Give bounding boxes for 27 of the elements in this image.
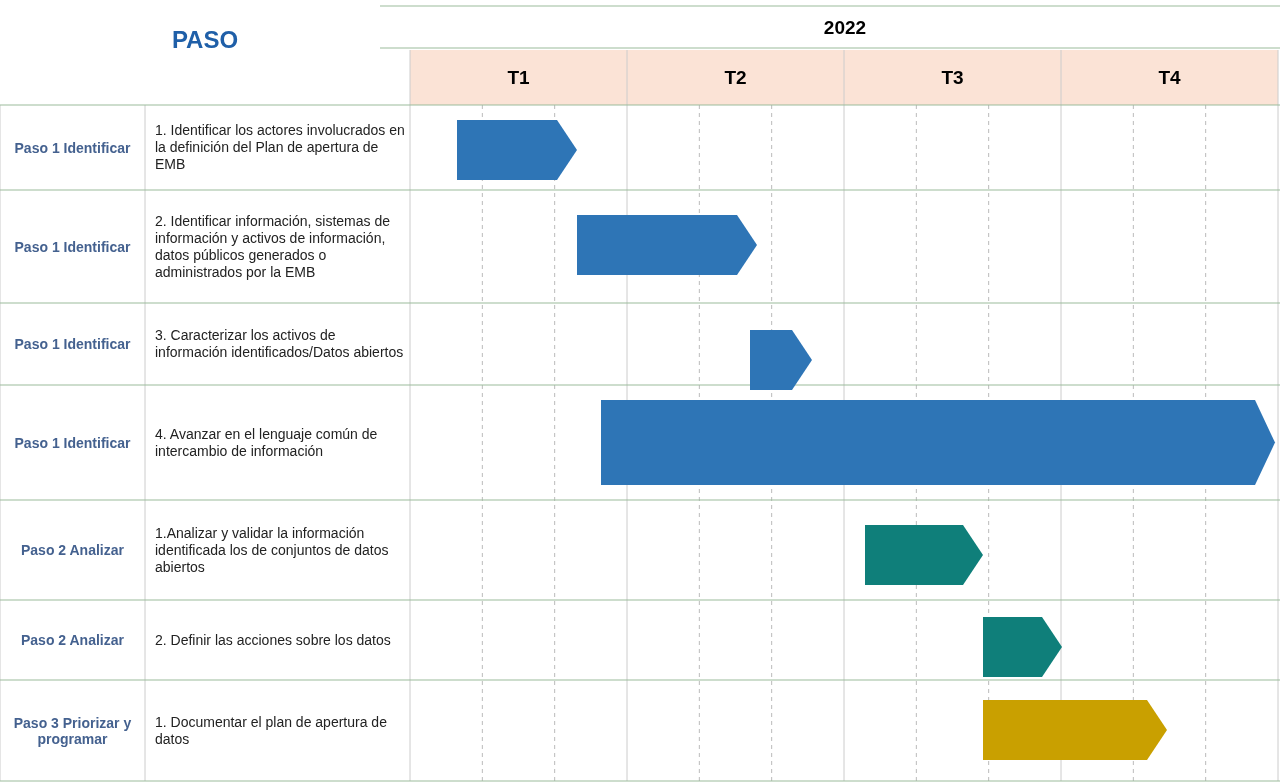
step-label: Paso 1 Identificar	[14, 434, 131, 451]
column-header: PASO	[171, 26, 239, 54]
step-label: Paso 1 Identificar	[14, 238, 131, 255]
task-text: 1. Identificar los actores involucrados en la definición del Plan de apertura de EMB	[155, 122, 406, 173]
gantt-bar	[983, 617, 1062, 677]
gantt-bar	[577, 215, 757, 275]
task-text: 1.Analizar y validar la información identificada los de conjuntos de datos abiertos	[155, 524, 390, 576]
task-text: 2. Identificar información, sistemas de información y activos de información, datos públicos generados o administrados por la EMB	[155, 212, 391, 281]
year-header: 2022	[823, 17, 867, 39]
step-label: Paso 1 Identificar	[14, 336, 131, 352]
step-label: Paso 1 Identificar	[14, 139, 131, 156]
gantt-bar	[601, 400, 1275, 485]
quarter-header: T1	[507, 66, 530, 89]
step-label: Paso 2 Analizar	[21, 542, 124, 558]
task-text: 1. Documentar el plan de apertura de datos	[155, 713, 388, 748]
task-text: 4. Avanzar en el lenguaje común de intercambio de información	[155, 425, 379, 460]
step-label: Paso 3 Priorizar y programar	[12, 714, 133, 747]
gantt-bar	[983, 700, 1167, 760]
gantt-bar	[865, 525, 983, 585]
quarter-header: T3	[941, 66, 964, 89]
quarter-header: T2	[724, 66, 747, 89]
quarter-header: T4	[1158, 66, 1181, 89]
task-text: 3. Caracterizar los activos de información identificados/Datos abiertos	[155, 327, 405, 361]
gantt-bar	[750, 330, 812, 390]
gantt-bar	[457, 120, 577, 180]
step-label: Paso 2 Analizar	[21, 632, 124, 648]
task-text: 2. Definir las acciones sobre los datos	[155, 631, 391, 649]
